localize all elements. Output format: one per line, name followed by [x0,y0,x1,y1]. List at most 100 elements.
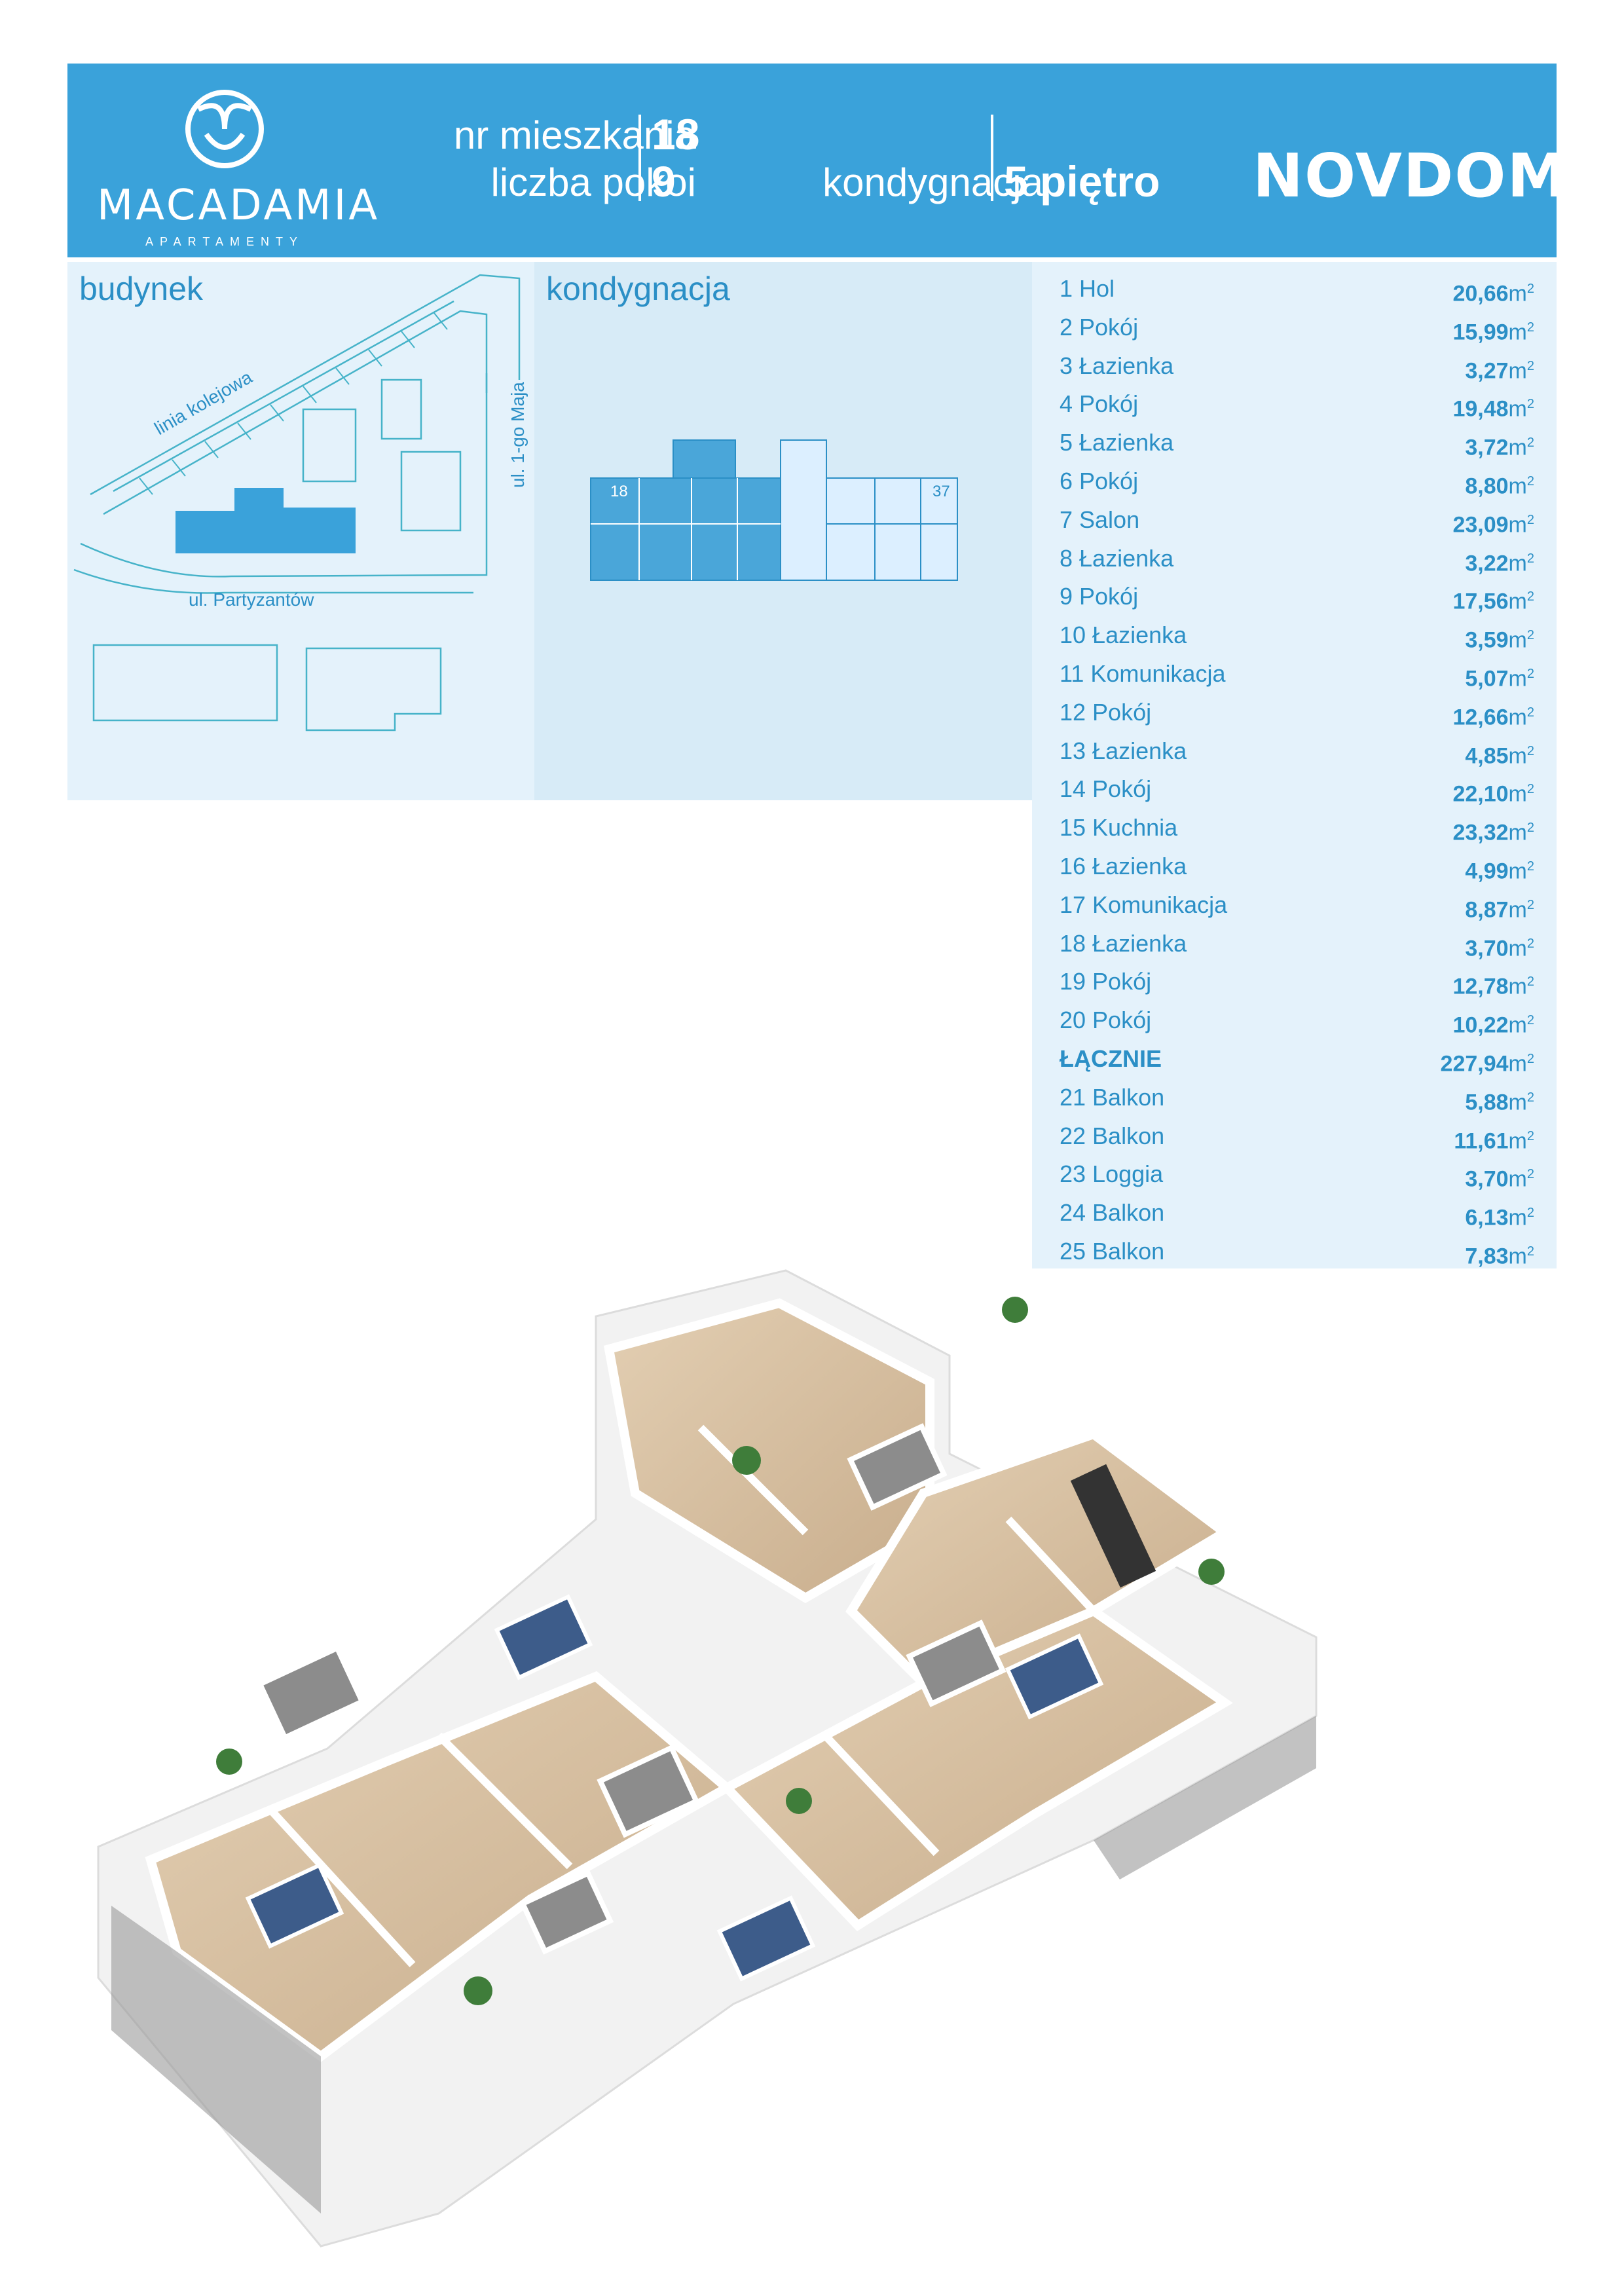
table-row: 24 Balkon 6,13m2 [1032,1194,1557,1232]
room-area: 5,07m2 [1465,666,1534,692]
street-label-partyzantow: ul. Partyzantów [189,589,314,610]
room-name: 12 Pokój [1060,698,1152,726]
room-area: 12,78m2 [1452,974,1534,999]
room-area: 3,70m2 [1465,1166,1534,1192]
room-area: 3,72m2 [1465,435,1534,460]
room-name: 1 Hol [1060,275,1115,302]
room-area: 23,32m2 [1452,820,1534,845]
apartment-3d-render [97,1269,1318,2248]
table-row: 3 Łazienka 3,27m2 [1032,347,1557,385]
table-row: 18 Łazienka 3,70m2 [1032,925,1557,963]
header-divider [991,115,993,201]
room-area: 22,10m2 [1452,781,1534,807]
building-panel-title: budynek [79,270,204,307]
table-row: 6 Pokój 8,80m2 [1032,462,1557,500]
room-name: 8 Łazienka [1060,544,1174,572]
room-area: 8,87m2 [1465,897,1534,923]
table-row: 4 Pokój 19,48m2 [1032,385,1557,423]
room-area: 17,56m2 [1452,589,1534,614]
street-label-railway: linia kolejowa [151,367,256,439]
room-name: 17 Komunikacja [1060,891,1228,918]
rooms-count-label: liczba pokoi [490,160,696,204]
table-row: 14 Pokój 22,10m2 [1032,770,1557,808]
room-area: 3,27m2 [1465,358,1534,383]
room-area: 5,88m2 [1465,1090,1534,1115]
room-name: 18 Łazienka [1060,929,1187,957]
room-name: 5 Łazienka [1060,429,1174,456]
room-name: 20 Pokój [1060,1007,1152,1034]
table-row: 19 Pokój 12,78m2 [1032,963,1557,1001]
table-row: 15 Kuchnia 23,32m2 [1032,809,1557,847]
table-row: 23 Loggia 3,70m2 [1032,1155,1557,1193]
macadamia-logo: MACADAMIA APARTAMENTY [97,83,380,248]
room-area: 19,48m2 [1452,396,1534,422]
floor-mark-37: 37 [932,483,950,500]
room-name: 23 Loggia [1060,1160,1164,1188]
room-area: 20,66m2 [1452,281,1534,306]
building-panel: budynek linia kolejowa ul. 1-go Maja ul.… [67,262,534,800]
room-area: 10,22m2 [1452,1012,1534,1038]
table-total-row: ŁĄCZNIE 227,94m2 [1032,1040,1557,1078]
table-row: 8 Łazienka 3,22m2 [1032,540,1557,578]
room-area: 7,83m2 [1465,1244,1534,1269]
room-name: 6 Pokój [1060,468,1139,494]
floor-mark-18: 18 [610,483,628,500]
header-divider [638,115,641,201]
room-area: 3,70m2 [1465,935,1534,961]
table-row: 2 Pokój 15,99m2 [1032,308,1557,346]
room-name: 9 Pokój [1060,583,1139,610]
room-name: 16 Łazienka [1060,853,1187,880]
table-row: 13 Łazienka 4,85m2 [1032,732,1557,770]
table-row: 21 Balkon 5,88m2 [1032,1079,1557,1117]
room-name: ŁĄCZNIE [1060,1045,1162,1072]
floor-label: kondygnacja [822,160,1043,204]
room-name: 4 Pokój [1060,390,1139,418]
brand-left-name: MACADAMIA [97,181,380,230]
room-name: 22 Balkon [1060,1122,1165,1149]
room-name: 3 Łazienka [1060,352,1174,379]
table-row: 12 Pokój 12,66m2 [1032,694,1557,731]
floor-panel: kondygnacja 18 37 [534,262,1032,800]
room-area: 3,59m2 [1465,627,1534,653]
table-row: 1 Hol 20,66m2 [1032,270,1557,308]
room-name: 15 Kuchnia [1060,814,1178,842]
floor-panel-title: kondygnacja [546,270,730,307]
macadamia-emblem-icon [185,90,264,168]
room-area-table: 1 Hol 20,66m2 2 Pokój 15,99m2 3 Łazienka 3,27… [1032,262,1557,1268]
room-name: 21 Balkon [1060,1083,1165,1111]
apartment-number-label: nr mieszkania [453,113,696,157]
room-area: 23,09m2 [1452,512,1534,538]
rooms-count-value: 9 [652,157,676,206]
table-row: 10 Łazienka 3,59m2 [1032,616,1557,654]
room-area: 3,22m2 [1465,550,1534,576]
room-name: 14 Pokój [1060,775,1152,803]
room-name: 24 Balkon [1060,1199,1165,1227]
table-row: 22 Balkon 11,61m2 [1032,1117,1557,1155]
room-name: 2 Pokój [1060,313,1139,341]
header-banner: MACADAMIA APARTAMENTY nr mieszkania licz… [67,64,1567,257]
room-area: 12,66m2 [1452,705,1534,730]
room-area: 4,85m2 [1465,743,1534,768]
street-label-1-go-maja: ul. 1-go Maja [507,382,528,488]
brand-left-subtitle: APARTAMENTY [145,235,304,248]
apartment-number-value: 18 [652,110,700,158]
room-area: 227,94m2 [1440,1051,1534,1077]
table-row: 5 Łazienka 3,72m2 [1032,424,1557,462]
room-name: 19 Pokój [1060,968,1152,995]
site-map: linia kolejowa ul. 1-go Maja ul. Partyza… [73,274,528,731]
room-area: 6,13m2 [1465,1205,1534,1231]
room-name: 13 Łazienka [1060,737,1187,764]
floor-plan-mini: 18 37 [590,439,958,581]
table-row: 20 Pokój 10,22m2 [1032,1001,1557,1039]
floor-value: 5 piętro [1004,157,1160,206]
room-area: 8,80m2 [1465,473,1534,499]
novdom-logo: NOVDOM [1253,141,1569,211]
room-area: 11,61m2 [1454,1128,1534,1153]
table-row: 17 Komunikacja 8,87m2 [1032,886,1557,924]
room-name: 10 Łazienka [1060,621,1187,649]
room-area: 15,99m2 [1452,320,1534,345]
